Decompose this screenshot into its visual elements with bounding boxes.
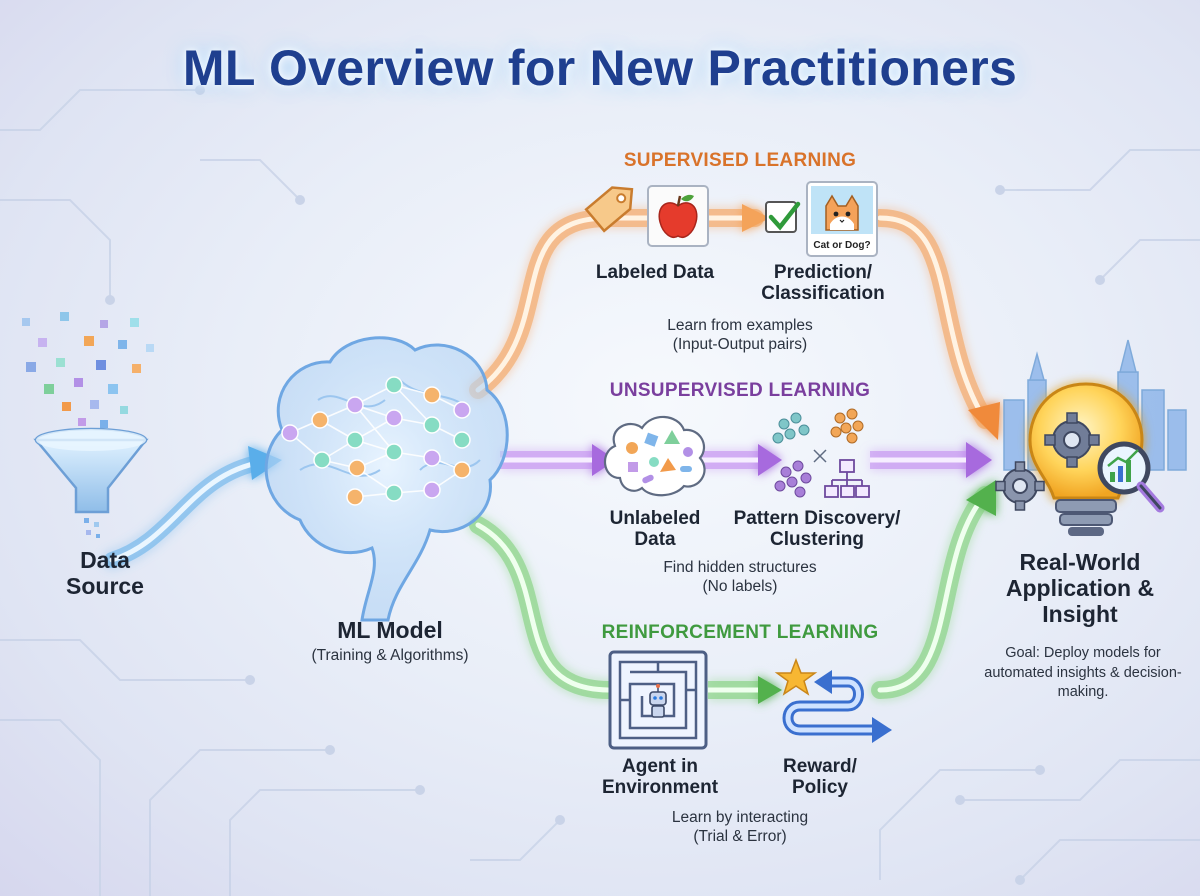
page-title: ML Overview for New Practitioners [182, 40, 1018, 96]
supervised-title: SUPERVISED LEARNING [623, 150, 857, 171]
cat-image-caption: Cat or Dog? [813, 240, 871, 251]
ml-model-subtitle: (Training & Algorithms) [311, 647, 469, 664]
pattern-discovery-label: Pattern Discovery/ Clustering [733, 508, 901, 551]
magnifier-chart-icon [1097, 441, 1165, 513]
robot-icon [649, 684, 667, 718]
agent-environment-label: Agent in Environment [601, 756, 719, 799]
labeled-data-label: Labeled Data [595, 262, 715, 283]
flow-arrow-unsupervised [500, 442, 992, 478]
reinforcement-description-2: (Trial & Error) [693, 828, 787, 845]
brain-network-icon [264, 336, 509, 622]
reinforcement-description-1: Learn by interacting [671, 809, 809, 826]
unsupervised-title: UNSUPERVISED LEARNING [609, 380, 871, 401]
ml-model-label: ML Model [337, 617, 443, 643]
flow-arrow-reinforcement [469, 480, 996, 704]
tag-icon [584, 186, 634, 233]
supervised-description-2: (Input-Output pairs) [672, 336, 808, 353]
prediction-label: Prediction/ Classification [761, 262, 885, 305]
supervised-description-1: Learn from examples [667, 317, 813, 334]
funnel-icon [33, 427, 149, 538]
real-world-label: Real-World Application & Insight [1005, 549, 1155, 627]
unsupervised-description-2: (No labels) [702, 578, 778, 595]
checkmark-icon [765, 201, 801, 233]
hierarchy-icon [824, 459, 870, 498]
unlabeled-data-label: Unlabeled Data [609, 508, 701, 551]
shapes-cloud-icon [604, 415, 706, 497]
flow-arrow-source-to-model [104, 446, 282, 568]
unsupervised-description-1: Find hidden structures [663, 559, 817, 576]
flow-arrow-supervised [469, 204, 1000, 440]
reward-policy-label: Reward/ Policy [783, 756, 857, 799]
data-pixels [22, 312, 154, 428]
apple-icon [647, 185, 709, 247]
reinforcement-title: REINFORCEMENT LEARNING [601, 622, 879, 643]
circuit-traces [0, 89, 1200, 896]
goal-note: Goal: Deploy models for automated insigh… [984, 645, 1182, 701]
gear-icon [995, 412, 1100, 511]
data-source-label: Data Source [66, 547, 144, 599]
clusters-icon [772, 408, 864, 498]
cat-icon [806, 181, 878, 257]
loop-arrow-icon [782, 670, 892, 743]
star-icon [774, 657, 818, 696]
